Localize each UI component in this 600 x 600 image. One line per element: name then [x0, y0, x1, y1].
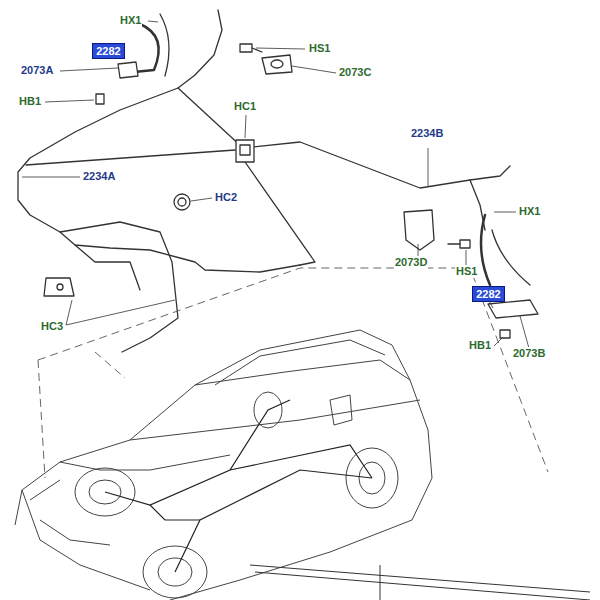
callout-label: HB1 — [468, 339, 492, 352]
callout-label: 2073B — [512, 347, 546, 360]
callout-label: HC3 — [40, 320, 64, 333]
callout-label: HC2 — [214, 191, 238, 204]
callout-label: 2073D — [394, 256, 428, 269]
callout-label: 2234B — [410, 127, 444, 140]
callout-label: HX1 — [518, 205, 541, 218]
callout-number: 2282 — [93, 45, 124, 57]
callout-label: HC1 — [233, 100, 257, 113]
callout-label: 2073A — [20, 64, 54, 77]
callout-label: 2234A — [82, 170, 116, 183]
highlight-box: 2282 — [92, 43, 125, 59]
callout-label: 2073C — [338, 66, 372, 79]
callout-label: HX1 — [119, 14, 142, 27]
callout-label: HS1 — [308, 42, 331, 55]
highlight-box: 2282 — [472, 286, 505, 302]
callout-label: HS1 — [455, 265, 478, 278]
callout-label: HB1 — [18, 95, 42, 108]
callout-number: 2282 — [473, 288, 504, 300]
